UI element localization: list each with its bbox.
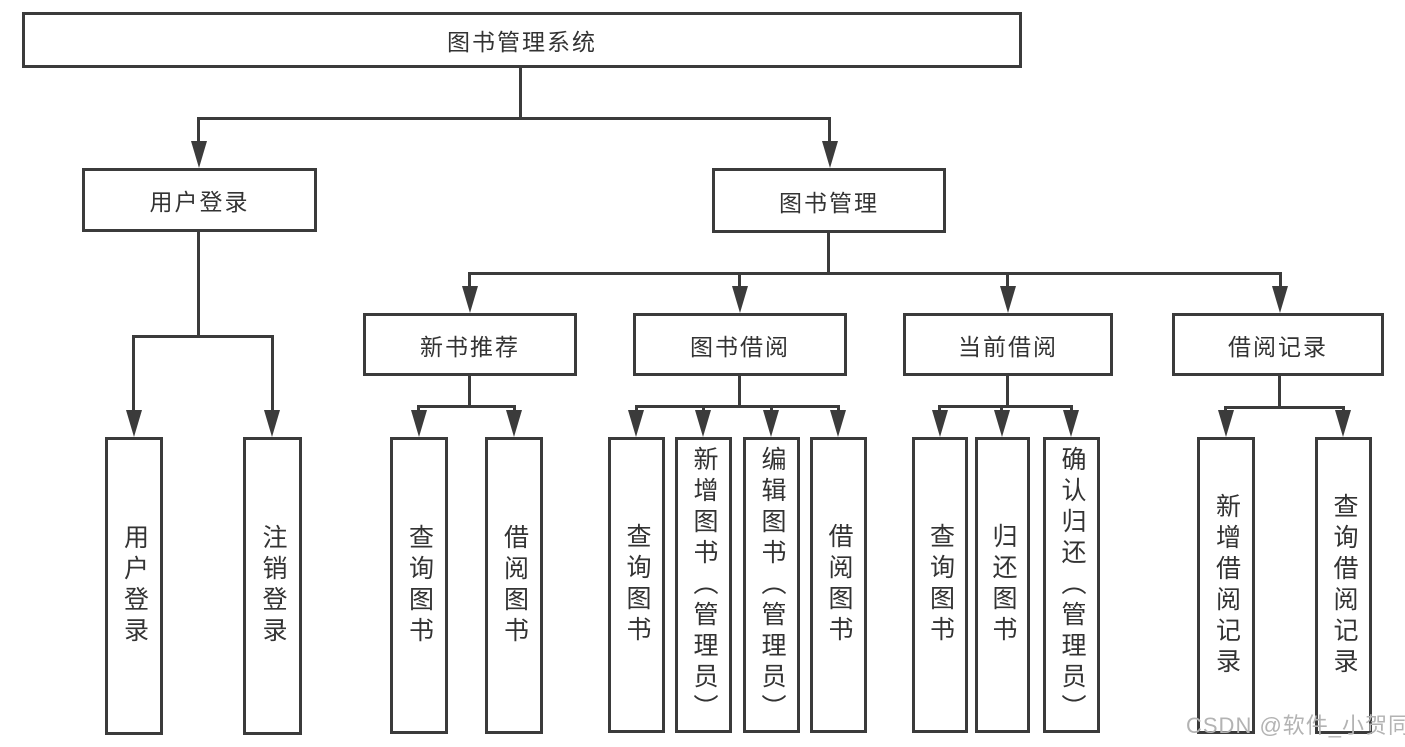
arrow-down-icon <box>732 286 748 313</box>
node-new-book-recommendation: 新书推荐 <box>363 313 577 376</box>
leaf-return-books: 归还图书 <box>975 437 1030 733</box>
connector-line <box>519 68 522 118</box>
arrow-down-icon <box>822 141 838 168</box>
arrow-down-icon <box>1272 286 1288 313</box>
arrow-down-icon <box>763 410 779 437</box>
connector-line <box>1279 272 1282 290</box>
arrow-down-icon <box>462 286 478 313</box>
node-user-login: 用户登录 <box>82 168 317 232</box>
csdn-watermark: CSDN @软件_小贺同学 <box>1186 713 1405 738</box>
arrow-down-icon <box>1335 410 1351 437</box>
node-book-borrowing: 图书借阅 <box>633 313 847 376</box>
arrow-down-icon <box>1063 410 1079 437</box>
arrow-down-icon <box>830 410 846 437</box>
connector-line <box>1224 406 1345 409</box>
arrow-down-icon <box>1218 410 1234 437</box>
leaf-query-books: 查询图书 <box>912 437 968 733</box>
connector-line <box>468 272 471 290</box>
leaf-logout: 注销登录 <box>243 437 302 735</box>
connector-line <box>635 405 840 408</box>
connector-line <box>418 405 516 408</box>
connector-line <box>197 117 200 145</box>
arrow-down-icon <box>994 410 1010 437</box>
connector-line <box>198 117 831 120</box>
node-current-borrowing: 当前借阅 <box>903 313 1113 376</box>
connector-line <box>827 233 830 274</box>
arrow-down-icon <box>191 141 207 168</box>
connector-line <box>132 335 274 338</box>
connector-line <box>470 272 1282 275</box>
leaf-query-books: 查询图书 <box>390 437 448 734</box>
leaf-add-books-admin: 新增图书（管理员） <box>675 437 732 733</box>
connector-line <box>468 376 471 408</box>
connector-line <box>1006 376 1009 408</box>
leaf-borrow-books: 借阅图书 <box>485 437 543 734</box>
arrow-down-icon <box>1000 286 1016 313</box>
connector-line <box>197 232 200 338</box>
arrow-down-icon <box>411 410 427 437</box>
connector-line <box>132 335 135 413</box>
arrow-down-icon <box>695 410 711 437</box>
leaf-query-borrow-record: 查询借阅记录 <box>1315 437 1372 734</box>
arrow-down-icon <box>264 410 280 437</box>
arrow-down-icon <box>126 410 142 437</box>
connector-line <box>738 272 741 290</box>
node-library-management-system: 图书管理系统 <box>22 12 1022 68</box>
connector-line <box>938 405 1073 408</box>
connector-line <box>271 335 274 413</box>
connector-line <box>738 376 741 408</box>
arrow-down-icon <box>628 410 644 437</box>
node-borrowing-records: 借阅记录 <box>1172 313 1384 376</box>
arrow-down-icon <box>932 410 948 437</box>
leaf-edit-books-admin: 编辑图书（管理员） <box>743 437 800 733</box>
connector-line <box>1278 376 1281 409</box>
node-book-management: 图书管理 <box>712 168 946 233</box>
connector-line <box>1006 272 1009 290</box>
leaf-borrow-books: 借阅图书 <box>810 437 867 733</box>
leaf-user-login: 用户登录 <box>105 437 163 735</box>
leaf-add-borrow-record: 新增借阅记录 <box>1197 437 1255 734</box>
leaf-confirm-return-admin: 确认归还（管理员） <box>1043 437 1100 733</box>
leaf-query-books: 查询图书 <box>608 437 665 733</box>
connector-line <box>828 117 831 145</box>
arrow-down-icon <box>506 410 522 437</box>
